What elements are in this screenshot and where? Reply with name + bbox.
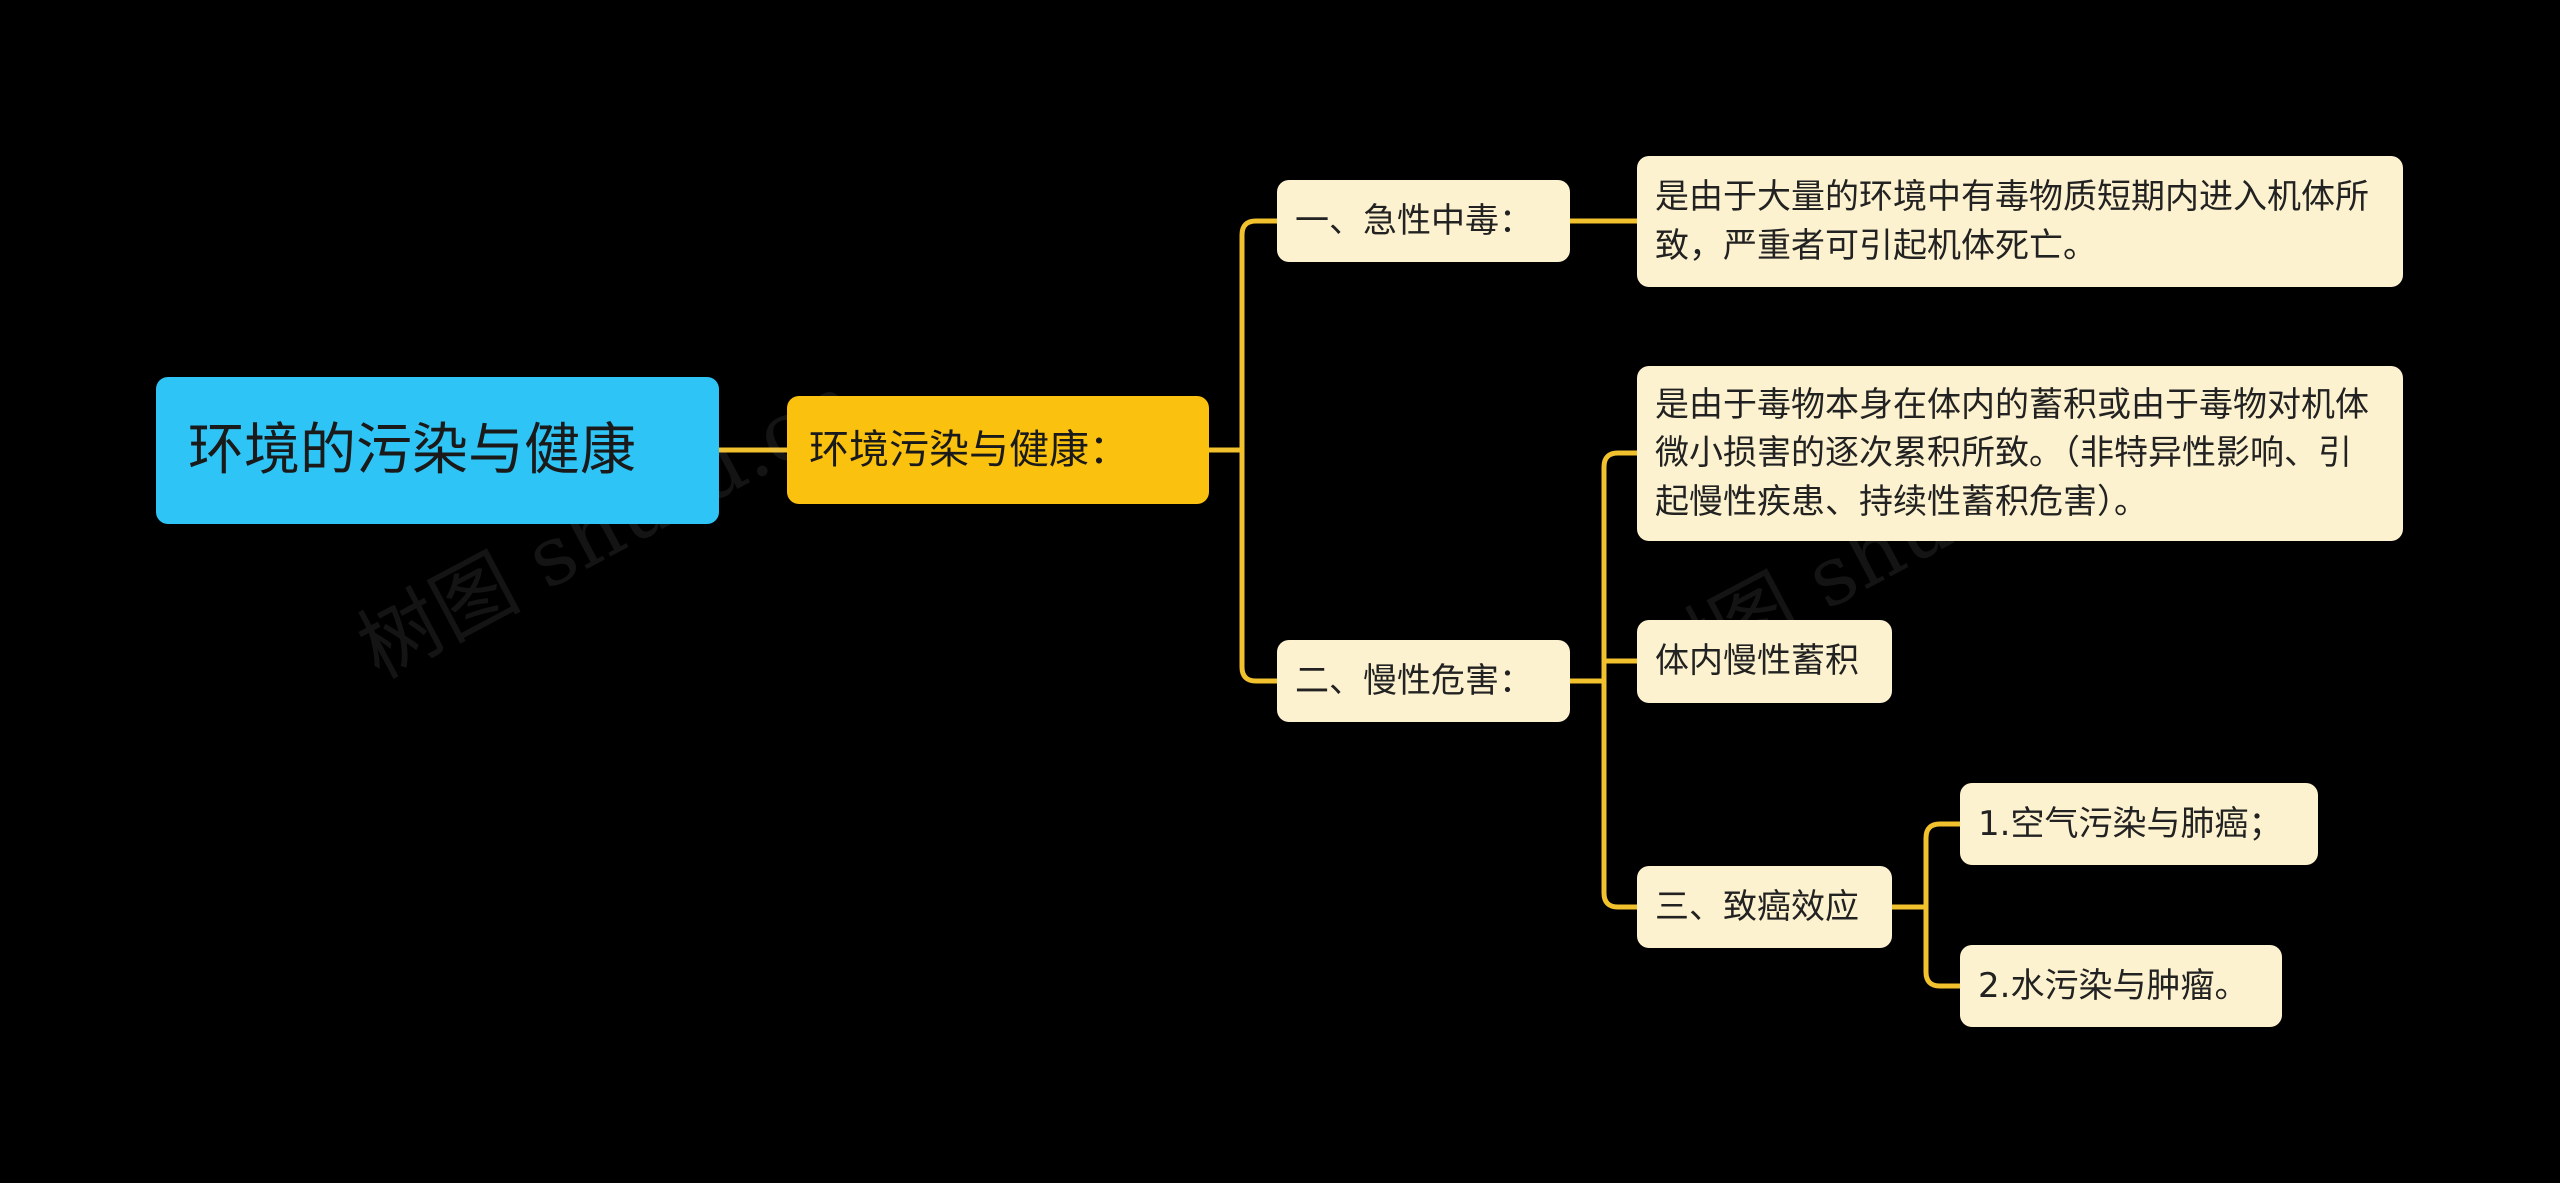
connector-to-cancer bbox=[1601, 678, 1640, 910]
chronic-harm-detail-node[interactable]: 是由于毒物本身在体内的蓄积或由于毒物对机体微小损害的逐次累积所致。（非特异性影响… bbox=[1637, 366, 2403, 541]
connector-to-chronic bbox=[1239, 447, 1280, 684]
acute-poisoning-detail-node[interactable]: 是由于大量的环境中有毒物质短期内进入机体所致，严重者可引起机体死亡。 bbox=[1637, 156, 2403, 287]
connector-to-water bbox=[1923, 904, 1963, 989]
chronic-harm-node[interactable]: 二、慢性危害： bbox=[1277, 640, 1570, 722]
water-pollution-tumor-node[interactable]: 2.水污染与肿瘤。 bbox=[1960, 945, 2282, 1027]
acute-poisoning-node[interactable]: 一、急性中毒： bbox=[1277, 180, 1570, 262]
main-topic-node[interactable]: 环境污染与健康： bbox=[787, 396, 1209, 504]
chronic-accumulation-node[interactable]: 体内慢性蓄积 bbox=[1637, 620, 1892, 703]
connector-to-acute bbox=[1239, 218, 1280, 453]
connector-to-air bbox=[1923, 821, 1963, 910]
connector-to-chronic-detail bbox=[1601, 450, 1640, 684]
carcinogenic-effect-node[interactable]: 三、致癌效应 bbox=[1637, 866, 1892, 948]
root-node[interactable]: 环境的污染与健康 bbox=[156, 377, 719, 524]
air-pollution-lung-cancer-node[interactable]: 1.空气污染与肺癌； bbox=[1960, 783, 2318, 865]
